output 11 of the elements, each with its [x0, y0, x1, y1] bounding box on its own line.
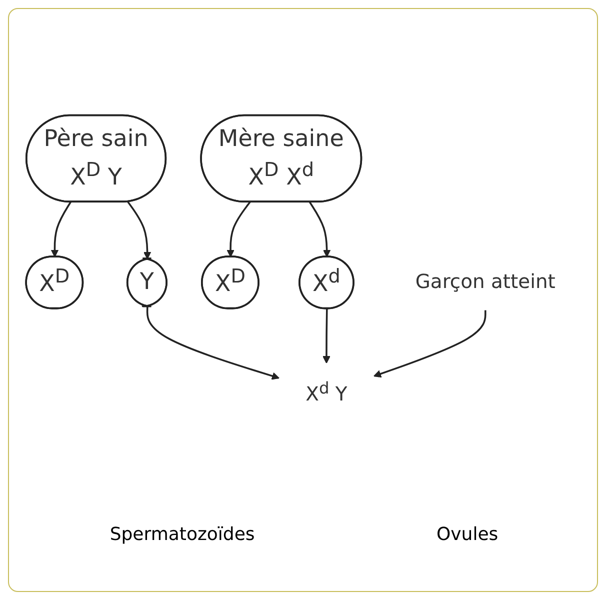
arrow: [373, 310, 486, 378]
arrow: [308, 202, 331, 258]
arrow: [127, 201, 152, 260]
arrow: [146, 306, 280, 380]
group-caption: Spermatozoïdes: [110, 524, 255, 545]
node-text: Garçon atteint: [415, 271, 556, 294]
arrow: [226, 201, 251, 258]
group-caption: Ovules: [436, 524, 498, 545]
arrow: [322, 308, 330, 364]
arrow: [50, 202, 72, 258]
node-text: X$^{d}$ Y: [306, 379, 348, 406]
